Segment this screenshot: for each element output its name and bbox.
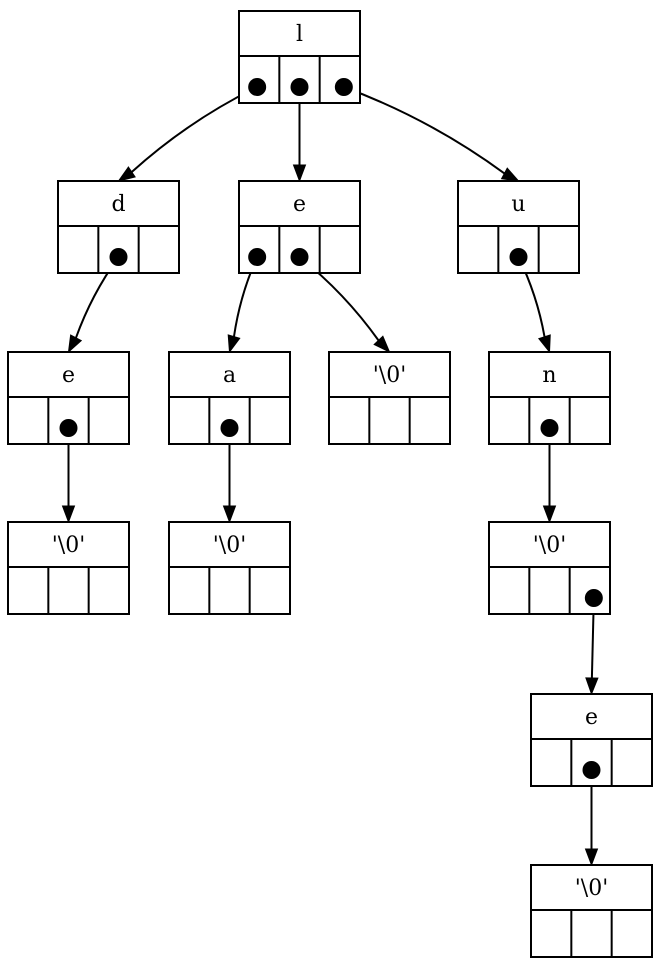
tree-node-n8: '\0' <box>7 521 130 615</box>
node-label: l <box>296 22 303 47</box>
pointer-dot <box>59 419 78 437</box>
node-label: d <box>111 192 125 217</box>
arrowhead <box>373 335 391 354</box>
nodes-layer: l d e u e a '\0' n '\0' '\0' '\0' e '\0' <box>7 10 653 958</box>
arrowhead <box>292 164 307 183</box>
arrowhead <box>222 505 237 524</box>
node-label: e <box>585 705 598 730</box>
arrowhead <box>67 334 83 354</box>
pointer-dot <box>109 248 128 266</box>
tree-node-n6: '\0' <box>328 351 451 445</box>
pointer-dots-layer <box>59 78 603 779</box>
arrowhead <box>585 677 599 696</box>
pointer-dot <box>584 589 603 607</box>
arrowhead <box>584 848 599 867</box>
arrowhead <box>117 166 136 182</box>
node-label: u <box>511 192 525 217</box>
edge-n0-n3 <box>343 86 506 175</box>
arrowhead <box>61 505 76 524</box>
node-label: '\0' <box>213 533 247 558</box>
tree-node-n12: '\0' <box>530 864 653 958</box>
pointer-dot <box>248 78 267 96</box>
pointer-dot <box>582 761 601 779</box>
pointer-dot <box>509 248 528 266</box>
pointer-dot <box>290 248 309 266</box>
node-label: '\0' <box>533 533 567 558</box>
pointer-dot <box>334 78 353 96</box>
pointer-dot <box>220 419 239 437</box>
pointer-dot <box>290 78 309 96</box>
node-label: '\0' <box>52 533 86 558</box>
pointer-dot <box>540 419 559 437</box>
arrowhead <box>542 505 557 524</box>
node-label: e <box>293 192 306 217</box>
arrowhead <box>500 167 520 182</box>
arrowhead <box>227 334 241 354</box>
edges-layer <box>61 86 599 867</box>
node-label: '\0' <box>373 363 407 388</box>
node-label: n <box>542 363 556 388</box>
node-label: '\0' <box>575 876 609 901</box>
pointer-dot <box>248 248 267 266</box>
arrowhead <box>537 334 551 354</box>
node-label: a <box>223 363 236 388</box>
node-label: e <box>62 363 75 388</box>
tree-node-n9: '\0' <box>168 521 291 615</box>
